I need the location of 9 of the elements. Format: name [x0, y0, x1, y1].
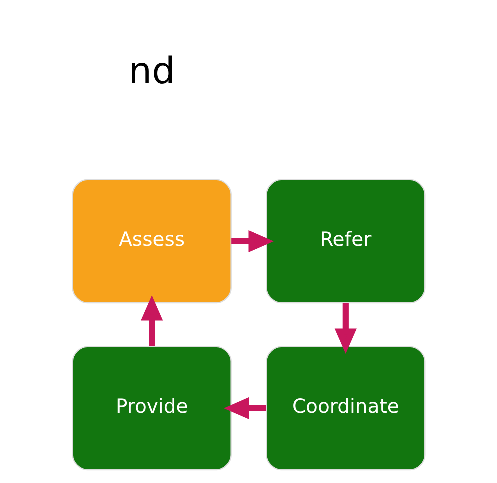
arrow	[223, 397, 266, 420]
node-box: Provide	[72, 346, 232, 471]
node-box: Coordinate	[266, 346, 426, 471]
arrow	[140, 295, 163, 346]
arrow	[334, 303, 356, 354]
node-box: Assess	[72, 179, 232, 304]
node-box: Refer	[266, 179, 426, 304]
arrow	[231, 230, 274, 253]
label: nd	[128, 50, 175, 93]
